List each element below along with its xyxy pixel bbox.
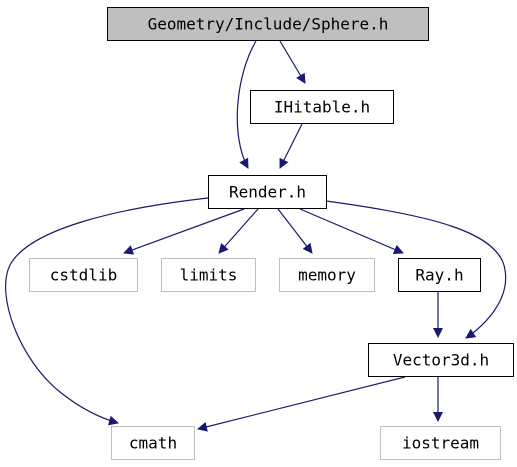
edges-layer bbox=[5, 40, 507, 432]
edge-render-to-ray bbox=[299, 208, 404, 255]
node-box-ihitable bbox=[250, 90, 394, 124]
node-label-iostream: iostream bbox=[402, 434, 479, 453]
edge-ihitable-to-render bbox=[279, 123, 303, 169]
node-ihitable[interactable]: IHitable.h bbox=[250, 90, 394, 124]
node-limits: limits bbox=[161, 258, 256, 292]
node-box-ray bbox=[398, 258, 481, 292]
node-box-sphere bbox=[107, 7, 429, 41]
edge-render-to-limits bbox=[218, 208, 259, 254]
node-box-memory bbox=[279, 258, 375, 292]
node-label-memory: memory bbox=[298, 266, 356, 285]
edge-render-to-memory bbox=[277, 208, 313, 254]
node-render[interactable]: Render.h bbox=[208, 175, 327, 209]
node-label-sphere: Geometry/Include/Sphere.h bbox=[148, 15, 389, 34]
node-memory: memory bbox=[279, 258, 375, 292]
edge-vector3d-to-cmath bbox=[197, 376, 406, 432]
node-cstdlib: cstdlib bbox=[29, 258, 138, 292]
node-label-cstdlib: cstdlib bbox=[50, 266, 117, 285]
node-label-ray: Ray.h bbox=[415, 266, 463, 285]
edge-sphere-to-render bbox=[236, 40, 257, 169]
node-iostream: iostream bbox=[380, 426, 501, 460]
node-cmath: cmath bbox=[111, 426, 195, 460]
edge-render-to-cstdlib bbox=[123, 208, 245, 255]
nodes-layer: Geometry/Include/Sphere.hIHitable.hRende… bbox=[29, 7, 514, 460]
node-label-vector3d: Vector3d.h bbox=[393, 351, 489, 370]
node-label-cmath: cmath bbox=[129, 434, 177, 453]
edge-render-to-vector3d bbox=[325, 200, 507, 339]
node-sphere[interactable]: Geometry/Include/Sphere.h bbox=[107, 7, 429, 41]
node-vector3d[interactable]: Vector3d.h bbox=[368, 343, 514, 377]
node-box-vector3d bbox=[368, 343, 514, 377]
node-box-render bbox=[208, 175, 327, 209]
node-label-limits: limits bbox=[180, 266, 238, 285]
node-box-cmath bbox=[111, 426, 195, 460]
node-ray[interactable]: Ray.h bbox=[398, 258, 481, 292]
node-label-render: Render.h bbox=[229, 183, 306, 202]
edge-render-to-cmath bbox=[5, 197, 209, 426]
node-box-limits bbox=[161, 258, 256, 292]
node-box-iostream bbox=[380, 426, 501, 460]
node-label-ihitable: IHitable.h bbox=[274, 98, 370, 117]
node-box-cstdlib bbox=[29, 258, 138, 292]
edge-sphere-to-ihitable bbox=[279, 40, 306, 84]
